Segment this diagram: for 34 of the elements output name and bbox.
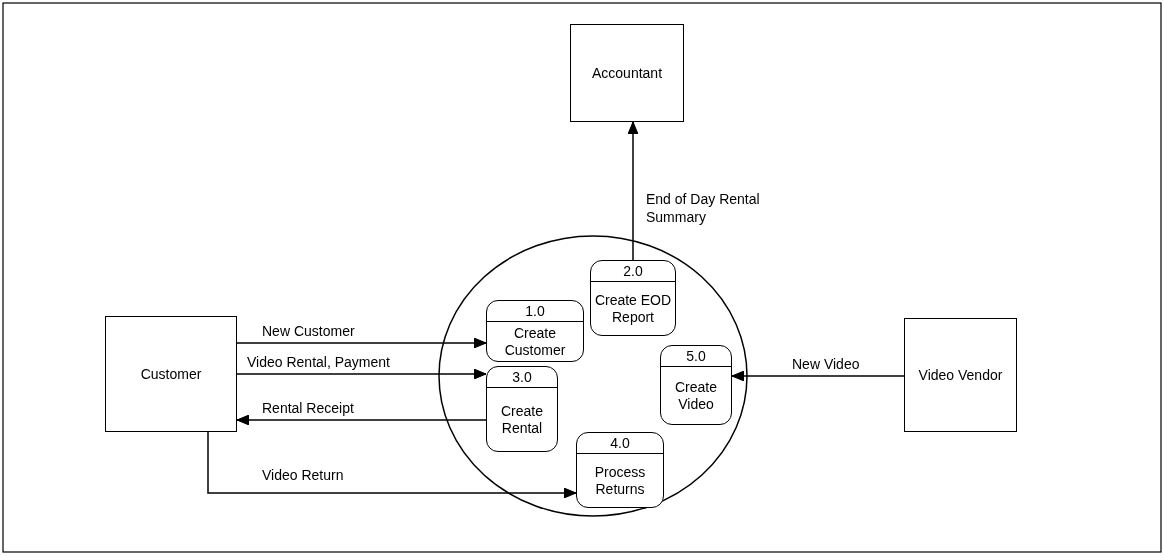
entity-box [105, 316, 237, 432]
edge-label: Video Return [262, 466, 344, 485]
process-name: Create Rental [500, 403, 544, 436]
arrow [207, 431, 577, 499]
process-name: Create Customer [503, 325, 567, 358]
process-number: 1.0 [525, 303, 545, 319]
arrow [731, 370, 905, 382]
edge-label: End of Day Rental Summary [646, 190, 761, 227]
entity-name: Accountant [591, 65, 663, 81]
entity-box [904, 318, 1017, 432]
edge-label: Video Rental, Payment [247, 353, 390, 372]
arrow [236, 414, 487, 426]
arrow [236, 337, 487, 349]
system-circle [438, 235, 748, 517]
process-number: 2.0 [623, 263, 643, 279]
edge-label: New Video [792, 355, 860, 374]
edge-label: New Customer [262, 322, 355, 341]
process-box [576, 432, 664, 508]
arrow [236, 368, 487, 380]
process-name: Create EOD Report [593, 292, 673, 325]
process-box [590, 260, 676, 336]
process-number: 4.0 [610, 435, 630, 451]
entity-name: Video Vendor [918, 367, 1003, 383]
process-number: 3.0 [512, 369, 532, 385]
edge-label: Rental Receipt [262, 399, 354, 418]
process-box [486, 366, 558, 452]
process-name: Create Video [674, 379, 718, 412]
process-box [486, 300, 584, 362]
process-box [660, 345, 732, 425]
arrow [627, 121, 639, 261]
process-number: 5.0 [686, 348, 706, 364]
entity-box [570, 24, 684, 122]
process-name: Process Returns [593, 464, 647, 497]
entity-name: Customer [140, 366, 202, 382]
